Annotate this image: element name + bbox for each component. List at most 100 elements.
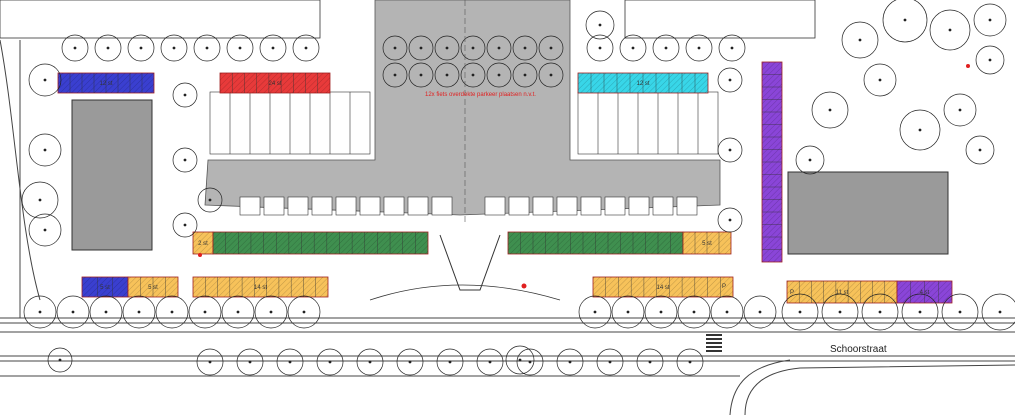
tree-canopy <box>259 34 287 62</box>
tree-trunk <box>828 108 832 112</box>
tree-icon <box>676 348 704 376</box>
tree-trunk <box>104 310 108 314</box>
tree-trunk <box>523 73 527 77</box>
tree-canopy <box>436 348 464 376</box>
tree-trunk <box>998 310 1002 314</box>
tree-canopy <box>356 348 384 376</box>
entry-ramp <box>439 234 501 291</box>
tree-icon <box>122 295 156 329</box>
tree-canopy <box>486 35 512 61</box>
tree-canopy <box>460 62 486 88</box>
tree-canopy <box>596 348 624 376</box>
tree-icon <box>23 295 57 329</box>
parking-area-purple-bottom-right: 4 st <box>896 280 953 304</box>
tree-canopy <box>538 35 564 61</box>
tree-icon <box>882 0 928 43</box>
dwelling-unit <box>580 196 602 216</box>
tree-canopy <box>254 295 288 329</box>
tree-icon <box>901 293 939 331</box>
tree-trunk <box>728 218 732 222</box>
tree-canopy <box>61 34 89 62</box>
tree-trunk <box>697 46 701 50</box>
parking-area-label: 24 st <box>268 81 281 87</box>
red-marker <box>198 253 202 257</box>
tree-canopy <box>516 348 544 376</box>
tree-icon <box>254 295 288 329</box>
tree-canopy <box>408 62 434 88</box>
tree-trunk <box>518 358 522 362</box>
tree-icon <box>316 348 344 376</box>
tree-icon <box>486 62 512 88</box>
tree-icon <box>56 295 90 329</box>
tree-trunk <box>808 158 812 162</box>
tree-trunk <box>271 46 275 50</box>
tree-icon <box>619 34 647 62</box>
tree-canopy <box>973 3 1007 37</box>
tree-canopy <box>276 348 304 376</box>
street-name: Schoorstraat <box>830 344 887 355</box>
tree-icon <box>28 133 62 167</box>
tree-icon <box>172 82 198 108</box>
tree-icon <box>811 91 849 129</box>
tree-canopy <box>841 21 879 59</box>
tree-icon <box>236 348 264 376</box>
tree-icon <box>61 34 89 62</box>
tree-trunk <box>58 358 62 362</box>
parking-area-orange-bottom-11: 11 st <box>786 280 898 304</box>
tree-canopy <box>943 93 977 127</box>
tree-trunk <box>304 46 308 50</box>
tree-trunk <box>208 360 212 364</box>
tree-canopy <box>676 348 704 376</box>
parking-area-green-right <box>507 231 684 255</box>
parking-area-orange-bottom-left: 5 st <box>127 276 179 298</box>
tree-icon <box>538 35 564 61</box>
tree-canopy <box>718 34 746 62</box>
tree-trunk <box>236 310 240 314</box>
tree-canopy <box>611 295 645 329</box>
tree-canopy <box>193 34 221 62</box>
tree-icon <box>943 93 977 127</box>
tree-canopy <box>28 63 62 97</box>
parking-area-label: 2 st <box>198 241 208 247</box>
red-marker <box>966 64 970 68</box>
parking-area-label: 5 st <box>148 285 158 291</box>
entry-arc <box>369 284 561 301</box>
tree-icon <box>718 34 746 62</box>
tree-icon <box>28 213 62 247</box>
tree-canopy <box>197 187 223 213</box>
dwelling-unit <box>532 196 554 216</box>
tree-trunk <box>903 18 907 22</box>
tree-trunk <box>205 46 209 50</box>
central-plaza <box>204 0 721 216</box>
tree-icon <box>505 345 535 375</box>
parking-area-label: 12 st <box>99 81 112 87</box>
tree-trunk <box>631 46 635 50</box>
tree-trunk <box>838 310 842 314</box>
tree-icon <box>287 295 321 329</box>
tree-trunk <box>269 310 273 314</box>
tree-trunk <box>692 310 696 314</box>
tree-trunk <box>137 310 141 314</box>
tree-trunk <box>878 78 882 82</box>
tree-icon <box>861 293 899 331</box>
tree-icon <box>743 295 777 329</box>
dwelling-unit <box>484 196 506 216</box>
tree-canopy <box>434 35 460 61</box>
tree-trunk <box>139 46 143 50</box>
tree-trunk <box>758 310 762 314</box>
tree-icon <box>276 348 304 376</box>
tree-icon <box>611 295 645 329</box>
tree-canopy <box>460 35 486 61</box>
tree-canopy <box>781 293 819 331</box>
tree-canopy <box>122 295 156 329</box>
tree-trunk <box>958 108 962 112</box>
tree-trunk <box>659 310 663 314</box>
tree-icon <box>821 293 859 331</box>
parking-area-purple-right <box>761 61 783 263</box>
tree-icon <box>172 147 198 173</box>
dwelling-unit <box>239 196 261 216</box>
tree-icon <box>408 62 434 88</box>
tree-icon <box>717 67 743 93</box>
tree-trunk <box>238 46 242 50</box>
parking-area-hatch <box>82 277 128 297</box>
